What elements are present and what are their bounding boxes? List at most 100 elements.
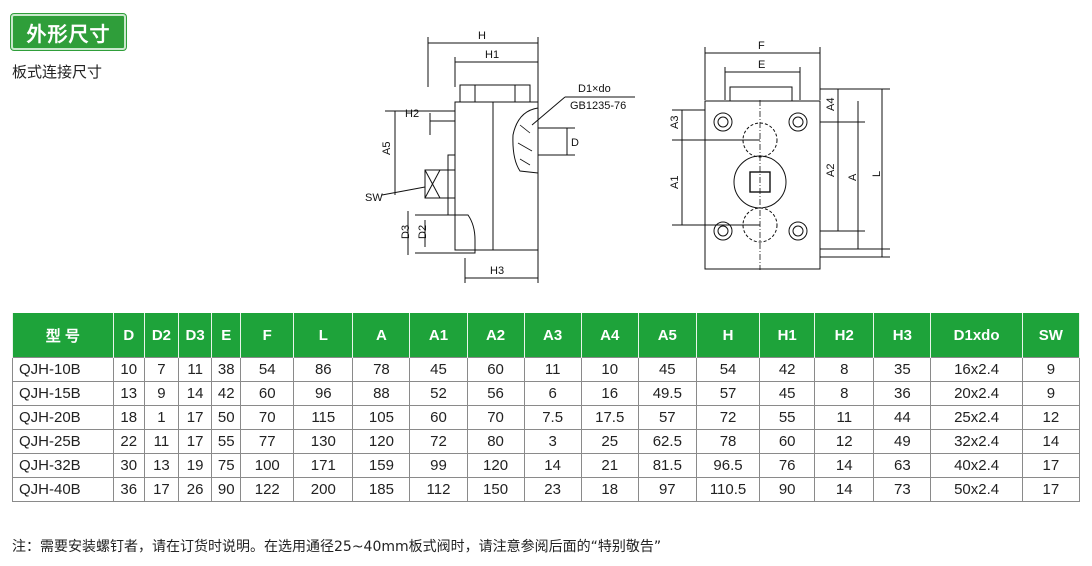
value-cell: 14 bbox=[814, 453, 875, 478]
value-cell: 60 bbox=[759, 429, 816, 454]
value-cell: 60 bbox=[240, 381, 295, 406]
value-cell: 36 bbox=[112, 477, 145, 502]
dim-label-a: A bbox=[847, 173, 859, 181]
value-cell: 70 bbox=[240, 405, 295, 430]
value-cell: 171 bbox=[293, 453, 354, 478]
dim-label-h3: H3 bbox=[490, 265, 504, 277]
value-cell: 72 bbox=[695, 405, 761, 430]
section-title-badge: 外形尺寸 bbox=[11, 14, 126, 50]
value-cell: 17 bbox=[1021, 453, 1081, 478]
value-cell: 55 bbox=[759, 405, 816, 430]
dim-label-sw: SW bbox=[365, 192, 383, 204]
value-cell: 99 bbox=[409, 453, 468, 478]
value-cell: 78 bbox=[352, 357, 411, 382]
value-cell: 120 bbox=[352, 429, 411, 454]
dim-label-d1do: D1×do bbox=[578, 83, 611, 95]
value-cell: 122 bbox=[240, 477, 295, 502]
model-cell: QJH-20B bbox=[12, 405, 114, 430]
value-cell: 54 bbox=[240, 357, 295, 382]
value-cell: 96 bbox=[293, 381, 354, 406]
value-cell: 13 bbox=[112, 381, 145, 406]
value-cell: 44 bbox=[873, 405, 932, 430]
dim-label-d2: D2 bbox=[417, 225, 429, 239]
value-cell: 25x2.4 bbox=[930, 405, 1023, 430]
dim-label-h2: H2 bbox=[405, 108, 419, 120]
column-header: D2 bbox=[143, 313, 180, 358]
column-header: L bbox=[293, 313, 354, 358]
dim-label-f: F bbox=[758, 40, 765, 52]
value-cell: 77 bbox=[240, 429, 295, 454]
value-cell: 7.5 bbox=[523, 405, 582, 430]
column-header: H1 bbox=[759, 313, 816, 358]
value-cell: 105 bbox=[352, 405, 411, 430]
value-cell: 49.5 bbox=[637, 381, 697, 406]
value-cell: 7 bbox=[143, 357, 180, 382]
dimension-drawing: H H1 D1×do GB1235-76 H2 D A5 SW D3 D2 H3… bbox=[365, 30, 890, 283]
value-cell: 88 bbox=[352, 381, 411, 406]
footnote: 注：需要安装螺钉者，请在订货时说明。在选用通径25~40mm板式阀时，请注意参阅… bbox=[12, 539, 662, 555]
value-cell: 200 bbox=[293, 477, 354, 502]
value-cell: 130 bbox=[293, 429, 354, 454]
value-cell: 17 bbox=[178, 429, 213, 454]
value-cell: 13 bbox=[143, 453, 180, 478]
value-cell: 76 bbox=[759, 453, 816, 478]
dim-label-e: E bbox=[758, 59, 765, 71]
value-cell: 21 bbox=[580, 453, 639, 478]
column-header: A4 bbox=[580, 313, 639, 358]
value-cell: 9 bbox=[1021, 381, 1081, 406]
value-cell: 73 bbox=[873, 477, 932, 502]
column-header: D bbox=[112, 313, 145, 358]
column-header: F bbox=[240, 313, 295, 358]
value-cell: 11 bbox=[814, 405, 875, 430]
value-cell: 52 bbox=[409, 381, 468, 406]
value-cell: 19 bbox=[178, 453, 213, 478]
value-cell: 8 bbox=[814, 381, 875, 406]
value-cell: 18 bbox=[580, 477, 639, 502]
value-cell: 17 bbox=[178, 405, 213, 430]
value-cell: 8 bbox=[814, 357, 875, 382]
value-cell: 96.5 bbox=[695, 453, 761, 478]
column-header: 型 号 bbox=[12, 313, 114, 358]
model-cell: QJH-40B bbox=[12, 477, 114, 502]
column-header: D3 bbox=[178, 313, 213, 358]
value-cell: 42 bbox=[211, 381, 242, 406]
value-cell: 55 bbox=[211, 429, 242, 454]
value-cell: 50x2.4 bbox=[930, 477, 1023, 502]
dim-label-d: D bbox=[571, 137, 579, 149]
value-cell: 60 bbox=[409, 405, 468, 430]
value-cell: 9 bbox=[143, 381, 180, 406]
value-cell: 110.5 bbox=[695, 477, 761, 502]
value-cell: 10 bbox=[112, 357, 145, 382]
value-cell: 17.5 bbox=[580, 405, 639, 430]
value-cell: 11 bbox=[523, 357, 582, 382]
value-cell: 62.5 bbox=[637, 429, 697, 454]
dim-label-a4: A4 bbox=[825, 98, 837, 111]
value-cell: 45 bbox=[409, 357, 468, 382]
value-cell: 10 bbox=[580, 357, 639, 382]
value-cell: 97 bbox=[637, 477, 697, 502]
value-cell: 25 bbox=[580, 429, 639, 454]
value-cell: 38 bbox=[211, 357, 242, 382]
value-cell: 30 bbox=[112, 453, 145, 478]
dim-label-a1: A1 bbox=[669, 176, 681, 189]
value-cell: 50 bbox=[211, 405, 242, 430]
value-cell: 86 bbox=[293, 357, 354, 382]
value-cell: 150 bbox=[466, 477, 525, 502]
value-cell: 56 bbox=[466, 381, 525, 406]
value-cell: 60 bbox=[466, 357, 525, 382]
column-header: E bbox=[211, 313, 242, 358]
value-cell: 42 bbox=[759, 357, 816, 382]
value-cell: 14 bbox=[1021, 429, 1081, 454]
value-cell: 57 bbox=[695, 381, 761, 406]
dim-label-a3: A3 bbox=[669, 116, 681, 129]
model-cell: QJH-25B bbox=[12, 429, 114, 454]
value-cell: 80 bbox=[466, 429, 525, 454]
value-cell: 23 bbox=[523, 477, 582, 502]
value-cell: 6 bbox=[523, 381, 582, 406]
